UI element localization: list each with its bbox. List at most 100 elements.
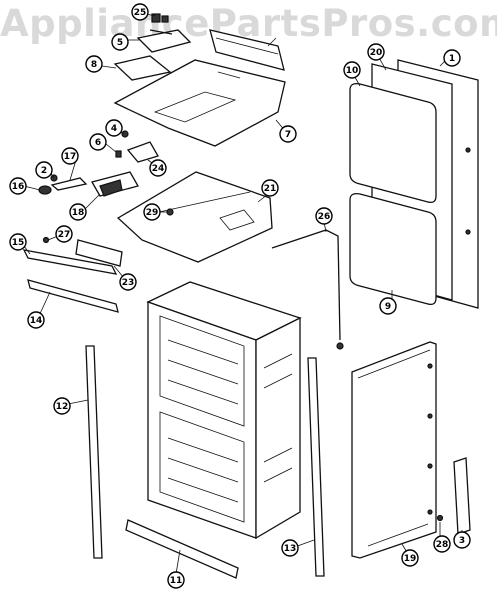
callout-21: 21 — [261, 179, 279, 197]
callout-number: 16 — [12, 182, 25, 192]
callout-13: 13 — [281, 539, 299, 557]
callout-number: 9 — [385, 302, 391, 312]
callout-number: 26 — [318, 212, 331, 222]
callout-circle — [53, 397, 71, 415]
callout-10: 10 — [343, 61, 361, 79]
callout-circle — [443, 49, 461, 67]
callout-number: 15 — [12, 238, 25, 248]
callout-circle — [167, 571, 185, 589]
callout-circle — [85, 55, 103, 73]
callout-circle — [131, 3, 149, 21]
callout-8: 8 — [85, 55, 103, 73]
part-16-grommet — [38, 185, 52, 195]
callout-circle — [367, 43, 385, 61]
callout-6: 6 — [89, 133, 107, 151]
callout-14: 14 — [27, 311, 45, 329]
callout-circle — [55, 225, 73, 243]
part-12-side-trim — [85, 345, 103, 559]
part-19-rear-panel — [351, 341, 437, 559]
callout-circle — [433, 535, 451, 553]
callout-circle — [89, 133, 107, 151]
callout-circle — [379, 297, 397, 315]
callout-circle — [69, 203, 87, 221]
part-13-side-trim — [307, 357, 325, 577]
part-17-bracket — [50, 177, 88, 191]
callout-1: 1 — [443, 49, 461, 67]
callout-circle — [105, 119, 123, 137]
callout-circle — [315, 207, 333, 225]
callout-circle — [343, 61, 361, 79]
callout-27: 27 — [55, 225, 73, 243]
part-11-bottom-trim — [125, 519, 239, 579]
callout-number: 21 — [264, 184, 277, 194]
part-3-bracket — [453, 457, 471, 535]
callout-number: 14 — [30, 316, 43, 326]
callout-28: 28 — [433, 535, 451, 553]
callout-number: 3 — [459, 536, 465, 546]
callout-16: 16 — [9, 177, 27, 195]
callout-circle — [149, 159, 167, 177]
part-28-screw — [436, 514, 444, 522]
callout-25: 25 — [131, 3, 149, 21]
callout-number: 19 — [404, 554, 417, 564]
part-4-screw — [121, 130, 129, 138]
callout-number: 29 — [146, 208, 159, 218]
callout-circle — [281, 539, 299, 557]
callout-circle — [279, 125, 297, 143]
callout-circle — [35, 161, 53, 179]
callout-number: 20 — [370, 48, 383, 58]
callout-2: 2 — [35, 161, 53, 179]
callout-3: 3 — [453, 531, 471, 549]
part-21-oven-top-panel — [116, 171, 273, 263]
callout-number: 6 — [95, 138, 101, 148]
callout-4: 4 — [105, 119, 123, 137]
callout-5: 5 — [111, 33, 129, 51]
callout-15: 15 — [9, 233, 27, 251]
callout-12: 12 — [53, 397, 71, 415]
watermark: AppliancePartsPros.com — [0, 2, 497, 45]
callout-labels: 1234567891011121314151617181920212324252… — [9, 3, 471, 589]
callout-number: 5 — [117, 38, 123, 48]
part-26-fitting — [336, 342, 344, 350]
part-27-screw — [42, 236, 50, 244]
callout-29: 29 — [143, 203, 161, 221]
part-23-cover — [75, 239, 123, 267]
part-6-clip — [115, 150, 122, 158]
part-7-top-panel — [113, 59, 286, 147]
callout-20: 20 — [367, 43, 385, 61]
callout-circle — [143, 203, 161, 221]
callout-number: 4 — [111, 124, 117, 134]
callout-circle — [9, 177, 27, 195]
callout-23: 23 — [119, 273, 137, 291]
callout-24: 24 — [149, 159, 167, 177]
callout-number: 8 — [91, 60, 97, 70]
callout-circle — [27, 311, 45, 329]
callout-circle — [261, 179, 279, 197]
callout-circle — [9, 233, 27, 251]
part-26-tube — [271, 229, 341, 341]
part-9-insulation — [349, 192, 437, 306]
callout-number: 18 — [72, 208, 85, 218]
part-24-switch — [126, 141, 159, 163]
callout-number: 11 — [170, 576, 183, 586]
part-14-trim — [27, 279, 119, 313]
callout-17: 17 — [61, 147, 79, 165]
callout-11: 11 — [167, 571, 185, 589]
callout-number: 10 — [346, 66, 359, 76]
callout-7: 7 — [279, 125, 297, 143]
callout-number: 28 — [436, 540, 449, 550]
callout-number: 27 — [58, 230, 71, 240]
part-18-latch — [91, 171, 139, 197]
callout-19: 19 — [401, 549, 419, 567]
callout-18: 18 — [69, 203, 87, 221]
callout-number: 25 — [134, 8, 147, 18]
part-15-trim — [22, 249, 118, 275]
oven-frame — [146, 281, 302, 540]
part-8-plate — [113, 55, 172, 81]
callout-number: 13 — [284, 544, 297, 554]
part-top-trim-strip — [209, 29, 285, 71]
callout-26: 26 — [315, 207, 333, 225]
callout-circle — [111, 33, 129, 51]
